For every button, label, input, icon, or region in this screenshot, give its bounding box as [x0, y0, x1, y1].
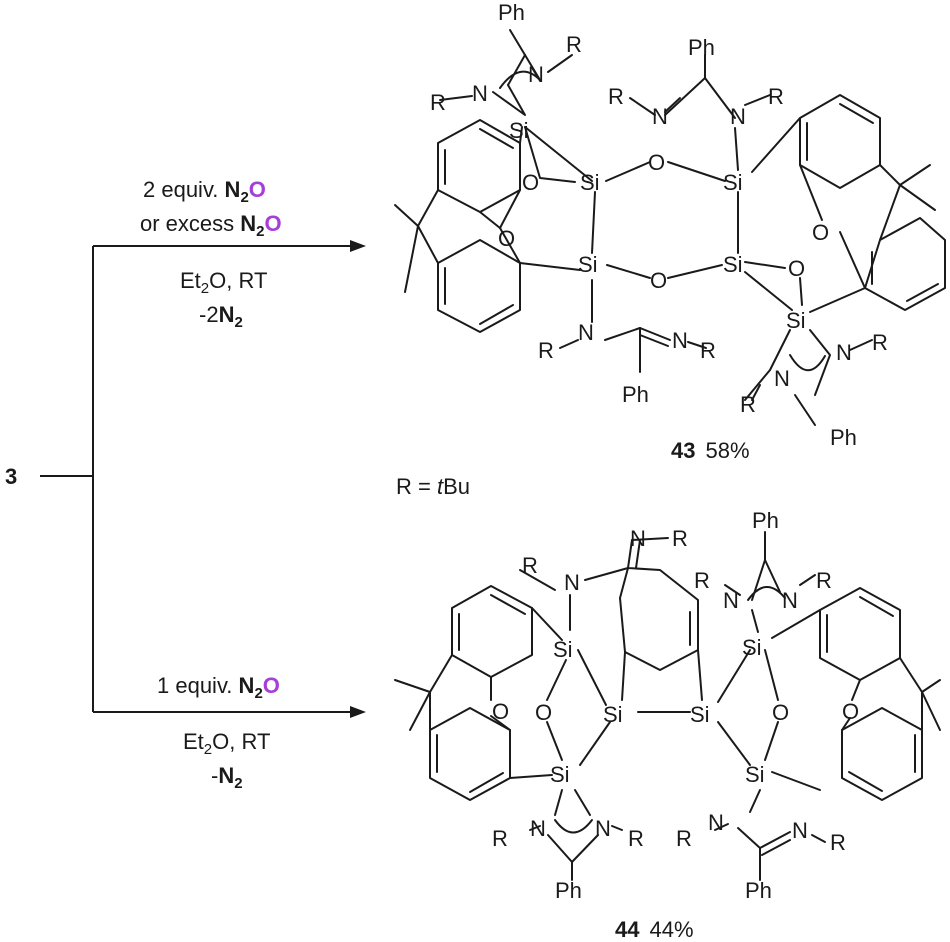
reaction-branch [40, 240, 366, 718]
p43-si-5: Si [723, 252, 743, 277]
p44-n-2: N [564, 570, 580, 595]
p43-si-6: Si [786, 308, 806, 333]
p44-o-1: O [535, 700, 552, 725]
p44-r-4: R [816, 568, 832, 593]
p43-n-3: N [652, 104, 668, 129]
upper-reagent-line2: or excess N2O [140, 211, 282, 240]
p43-r-1: R [566, 32, 582, 57]
p44-n-4: N [782, 588, 798, 613]
p43-o-1: O [522, 170, 539, 195]
p44-r-8: R [830, 830, 846, 855]
p43-n-6: N [672, 328, 688, 353]
p44-si-1: Si [553, 637, 573, 662]
lower-reagent: 1 equiv. N2O [157, 673, 280, 702]
p44-n-3: N [723, 588, 739, 613]
p43-o-2: O [648, 150, 665, 175]
p44-si-2: Si [603, 702, 623, 727]
p44-si-3: Si [690, 702, 710, 727]
p44-r-2: R [522, 553, 538, 578]
p44-r-7: R [676, 826, 692, 851]
p43-r-7: R [872, 330, 888, 355]
product-44-structure: Si O Si Si Si Si O Si O O N R N R Ph N R… [394, 508, 941, 903]
p43-ph-2: Ph [688, 35, 715, 60]
upper-byproduct: -2N2 [199, 302, 243, 331]
p44-n-1: N [630, 526, 646, 551]
p44-n-5: N [530, 816, 546, 841]
p43-n-7: N [836, 340, 852, 365]
lower-byproduct: -N2 [211, 763, 243, 792]
p43-r-5: R [538, 338, 554, 363]
p43-r-8: R [740, 392, 756, 417]
p44-o-ring-right: O [842, 699, 859, 724]
upper-arrowhead [350, 240, 366, 252]
p43-n-5: N [578, 320, 594, 345]
p43-r-2: R [430, 90, 446, 115]
p43-o-ring-right: O [812, 220, 829, 245]
p44-r-1: R [672, 526, 688, 551]
upper-conditions: 2 equiv. N2O or excess N2O Et2O, RT -2N2 [140, 177, 282, 331]
reactant-label: 3 [5, 464, 17, 489]
p43-ph-3: Ph [622, 382, 649, 407]
p43-o-ring-left: O [498, 226, 515, 251]
lower-arrowhead [350, 706, 366, 718]
p43-n-4: N [730, 104, 746, 129]
lower-solvent: Et2O, RT [183, 729, 270, 758]
p43-si-2: Si [580, 170, 600, 195]
p44-aryl-ring-left-upper [451, 585, 533, 678]
p43-ph-1: Ph [498, 0, 525, 25]
p44-o-2: O [772, 700, 789, 725]
p44-ph-1: Ph [752, 508, 779, 533]
product-43-structure: Si O Si O Si Si O Si O Si O O Ph N R N R… [394, 0, 946, 450]
p43-si-1: Si [509, 118, 529, 143]
p44-si-4: Si [550, 762, 570, 787]
p44-ph-2: Ph [555, 878, 582, 903]
p43-o-4: O [788, 256, 805, 281]
p44-aryl-ring-right-lower [841, 707, 923, 801]
p43-si-4: Si [578, 252, 598, 277]
p43-o-3: O [650, 268, 667, 293]
p43-aryl-ring-left-lower [437, 239, 521, 333]
r-group-definition: R = tBu [396, 474, 470, 499]
p43-n-8: N [774, 366, 790, 391]
p44-si-6: Si [745, 762, 765, 787]
p44-ph-3: Ph [745, 878, 772, 903]
p44-n-6: N [595, 816, 611, 841]
p44-n-7: N [708, 810, 724, 835]
p44-n-8: N [792, 818, 808, 843]
upper-reagent-line1: 2 equiv. N2O [143, 177, 266, 206]
p43-aryl-ring-right-upper [799, 94, 881, 189]
p44-aryl-ring-right-upper [819, 587, 901, 681]
p44-r-3: R [694, 568, 710, 593]
upper-solvent: Et2O, RT [180, 268, 267, 297]
p43-n-2: N [472, 81, 488, 106]
p44-r-5: R [492, 826, 508, 851]
p44-o-ring-left: O [492, 699, 509, 724]
p44-r-6: R [628, 826, 644, 851]
p43-aryl-ring-right-lower [864, 217, 946, 311]
p43-si-3: Si [723, 170, 743, 195]
p43-aryl-ring-left-upper [437, 119, 521, 213]
p43-n-1: N [528, 62, 544, 87]
p43-r-3: R [608, 84, 624, 109]
p43-r-4: R [768, 84, 784, 109]
p44-si-5: Si [742, 635, 762, 660]
lower-conditions: 1 equiv. N2O Et2O, RT -N2 [157, 673, 280, 792]
p43-ph-4: Ph [830, 425, 857, 450]
p43-r-6: R [700, 338, 716, 363]
